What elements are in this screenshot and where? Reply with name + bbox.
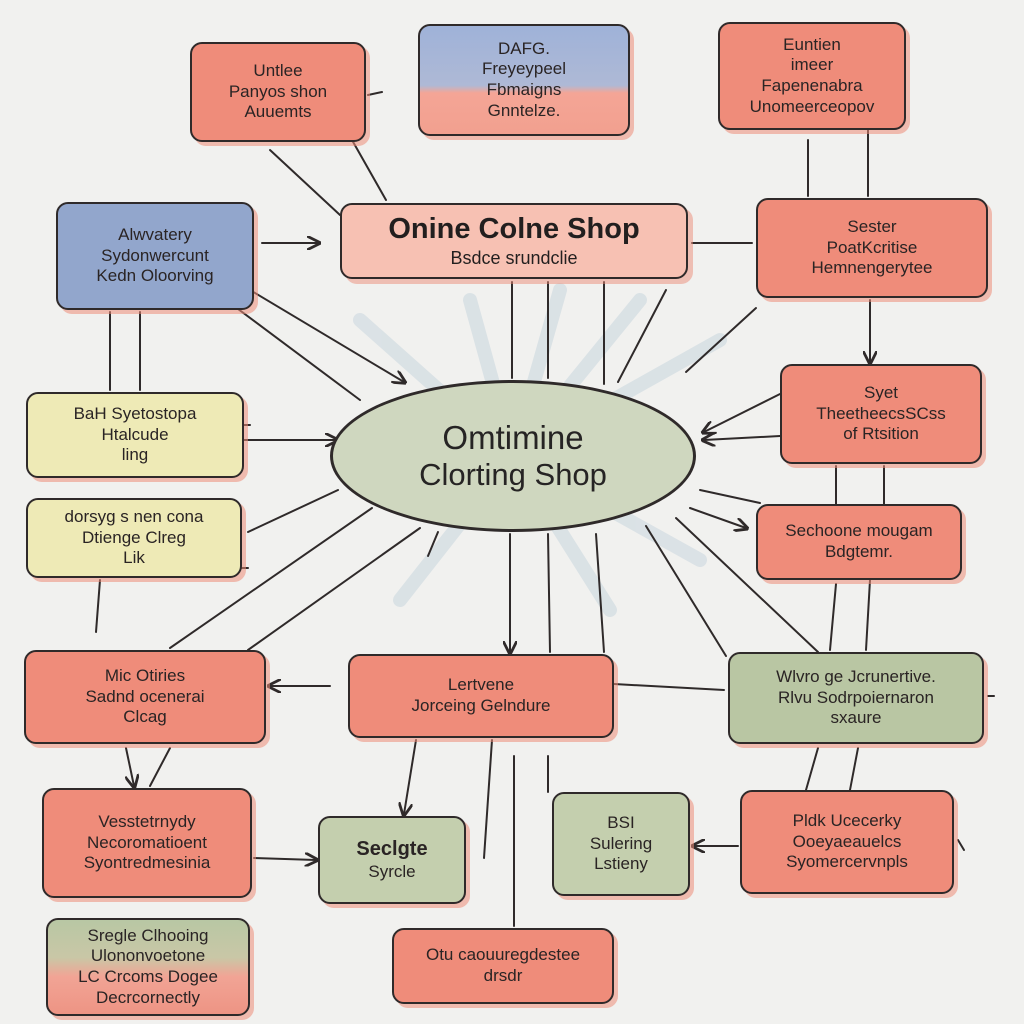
node-text: Vesstetrnydy — [98, 811, 196, 831]
node-left-yellow-1: BaH Syetostopa Htalcude ling — [26, 392, 244, 478]
node-low-left: Vesstetrnydy Necoromatioent Syontredmesi… — [42, 788, 252, 898]
title-box-subtitle: Bsdce srundclie — [450, 247, 578, 268]
node-low-center-left: Seclgte Syrcle — [318, 816, 466, 904]
node-bottom-center: Otu caouuregdestee drsdr — [392, 928, 614, 1004]
node-text: Sechoone mougam — [785, 521, 933, 541]
node-text: Rlvu Sodrpoiernaron — [778, 687, 934, 707]
node-text: drsdr — [483, 966, 523, 985]
title-box-heading: Onine Colne Shop — [388, 212, 640, 245]
node-text: PoatKcritise — [826, 237, 918, 257]
node-low-right: Pldk Ucecerky Ooeyaeauelcs Syomercervnpl… — [740, 790, 954, 894]
node-text: Pldk Ucecerky — [792, 810, 902, 830]
node-text: Sydonwercunt — [101, 245, 209, 265]
node-text: Wlvro ge Jcrunertive. — [776, 666, 936, 686]
node-text: TheetheecsSCss — [816, 403, 946, 423]
node-text: Euntien — [783, 34, 841, 54]
node-text: Fapenenabra — [761, 76, 863, 95]
node-text: Decrcornectly — [96, 987, 200, 1007]
node-text: Ooeyaeauelcs — [792, 831, 902, 851]
node-text: Panyos shon — [228, 81, 328, 101]
node-top-right: Euntien imeer Fapenenabra Unomeerceopov — [718, 22, 906, 130]
node-text: Jorceing Gelndure — [411, 696, 551, 715]
central-node-line-1: Omtimine — [442, 419, 584, 457]
node-text: Necoromatioent — [86, 832, 207, 852]
node-text: Fbmaigns — [486, 80, 562, 99]
node-text: sxaure — [830, 708, 882, 728]
node-text: Gnntelze. — [487, 100, 561, 120]
node-right-1: Sester PoatKcritise Hemnengerytee — [756, 198, 988, 298]
node-left-yellow-2: dorsyg s nen cona Dtienge Clreg Lik — [26, 498, 242, 578]
node-left-blue: Alwvatery Sydonwercunt Kedn Oloorving — [56, 202, 254, 310]
node-text: ling — [121, 445, 149, 465]
node-text: Kedn Oloorving — [96, 266, 214, 286]
node-text: Syontredmesinia — [83, 853, 211, 873]
central-node-line-2: Clorting Shop — [419, 457, 607, 493]
node-text: Htalcude — [101, 424, 169, 444]
node-text: Auuemts — [244, 102, 312, 122]
node-text: Sregle Clhooing — [87, 925, 209, 945]
node-mid-left: Mic Otiries Sadnd ocenerai Clcag — [24, 650, 266, 744]
connector-strokes — [95, 91, 995, 943]
node-top-left: Untlee Panyos shon Auuemts — [190, 42, 366, 142]
node-text: Dtienge Clreg — [82, 527, 186, 547]
node-text: Freyeypeel — [481, 59, 567, 79]
central-node: Omtimine Clorting Shop — [330, 380, 696, 532]
node-text: Syomercervnpls — [786, 852, 908, 872]
node-text: Syrcle — [368, 861, 416, 881]
node-bottom-left: Sregle Clhooing Ulononvoetone LC Crcoms … — [46, 918, 250, 1016]
node-text: Ulononvoetone — [90, 946, 206, 966]
node-text: Lstieny — [594, 854, 648, 874]
node-text: Clcag — [123, 707, 167, 727]
node-mid-right: Wlvro ge Jcrunertive. Rlvu Sodrpoiernaro… — [728, 652, 984, 744]
node-text: Sadnd ocenerai — [85, 686, 205, 706]
node-text: Seclgte — [356, 838, 428, 861]
node-text: Bdgtemr. — [824, 542, 894, 561]
node-text: Lertvene — [447, 675, 515, 695]
node-text: Unomeerceopov — [749, 96, 875, 116]
node-text: Sester — [847, 216, 897, 236]
node-text: imeer — [790, 55, 834, 75]
node-right-3: Sechoone mougam Bdgtemr. — [756, 504, 962, 580]
node-low-center-right: BSI Sulering Lstieny — [552, 792, 690, 896]
node-text: BSI — [607, 812, 635, 832]
node-text: LC Crcoms Dogee — [78, 967, 218, 986]
node-text: DAFG. — [498, 38, 550, 58]
node-top-center: DAFG. Freyeypeel Fbmaigns Gnntelze. — [418, 24, 630, 136]
node-text: Sulering — [589, 833, 653, 853]
node-text: Otu caouuregdestee — [425, 945, 581, 965]
node-right-2: Syet TheetheecsSCss of Rtsition — [780, 364, 982, 464]
node-text: Mic Otiries — [104, 665, 186, 685]
node-text: dorsyg s nen cona — [64, 506, 204, 526]
node-text: of Rtsition — [843, 424, 919, 444]
node-text: BaH Syetostopa — [73, 403, 197, 423]
node-text: Lik — [123, 548, 145, 568]
node-text: Untlee — [253, 60, 303, 80]
node-text: Syet — [863, 382, 899, 402]
title-box: Onine Colne Shop Bsdce srundclie — [340, 203, 688, 279]
node-mid-center: Lertvene Jorceing Gelndure — [348, 654, 614, 738]
node-text: Alwvatery — [118, 224, 192, 244]
node-text: Hemnengerytee — [811, 258, 933, 278]
